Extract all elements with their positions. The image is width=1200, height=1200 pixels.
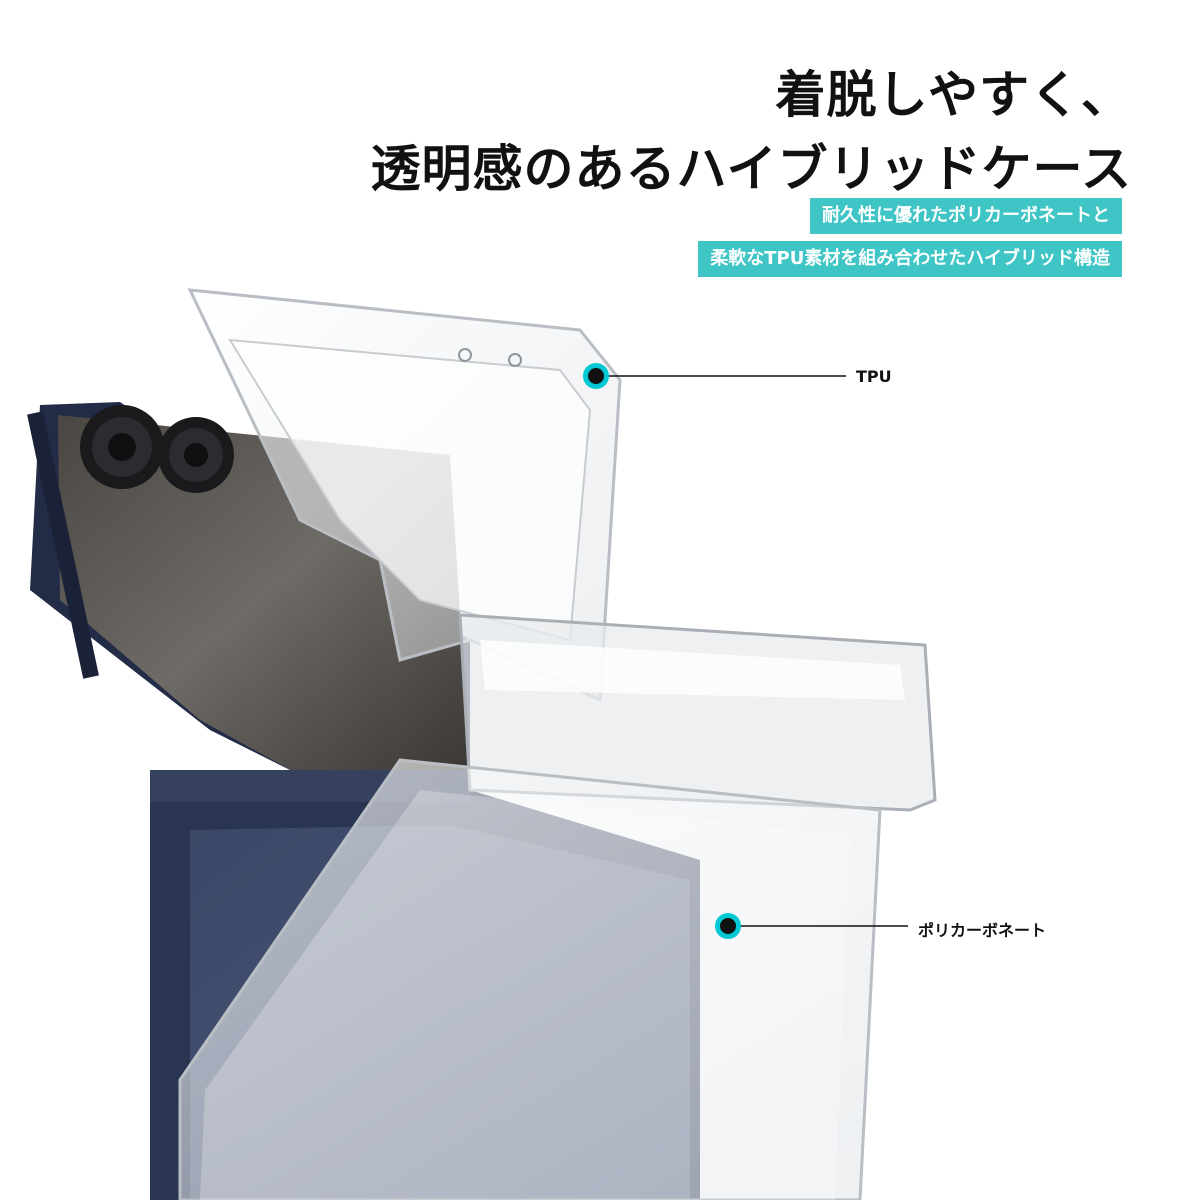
headline: 着脱しやすく、 透明感のあるハイブリッドケース [371, 58, 1133, 206]
callout-tpu [583, 363, 846, 389]
headline-line-1: 着脱しやすく、 [775, 66, 1132, 124]
callout-label-tpu: TPU [856, 367, 892, 386]
camera-lenses [80, 405, 234, 493]
feature-badge-1: 耐久性に優れたポリカーボネートと [810, 198, 1122, 234]
hinge-cover [458, 613, 937, 812]
callout-polycarbonate [715, 913, 908, 939]
polycarbonate-shell [178, 758, 882, 1200]
callout-label-polycarbonate: ポリカーボネート [918, 921, 1047, 940]
headline-line-2: 透明感のあるハイブリッドケース [370, 140, 1132, 198]
feature-badge-2: 柔軟なTPU素材を組み合わせたハイブリッド構造 [698, 241, 1122, 277]
